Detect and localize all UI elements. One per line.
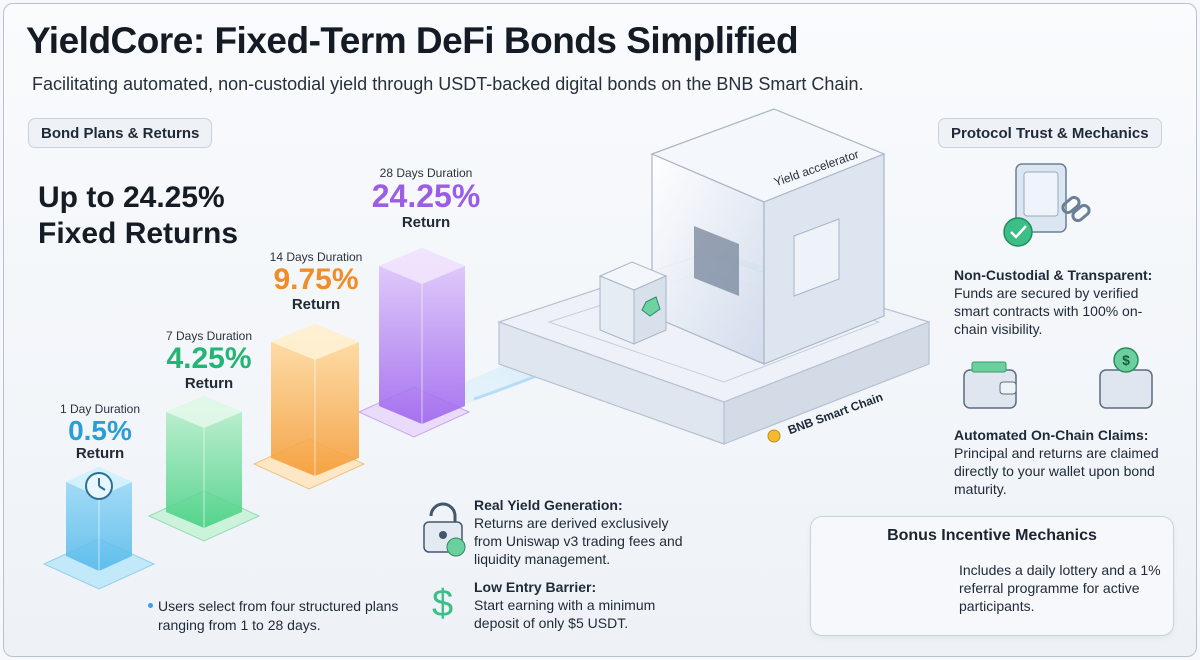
bonus-panel: Bonus Incentive Mechanics Includes a dai… (810, 516, 1174, 636)
feature-non-custodial: Non-Custodial & Transparent: Funds are s… (954, 266, 1164, 338)
page-title: YieldCore: Fixed-Term DeFi Bonds Simplif… (26, 20, 799, 61)
chain-link-icon (1061, 195, 1091, 223)
svg-text:$: $ (1122, 352, 1130, 368)
inlet-cube (598, 261, 668, 345)
plan-return-value: 4.25% (166, 342, 252, 375)
plan-return-label: Return (291, 295, 341, 313)
feature-heading: Low Entry Barrier: (474, 579, 597, 595)
plan-return-label: Return (184, 374, 234, 392)
plan-return-value: 9.75% (273, 263, 359, 296)
section-plans-label: Bond Plans & Returns (28, 118, 213, 148)
yield-accelerator-machine (650, 108, 886, 365)
bnb-coin-icon (767, 429, 781, 443)
feature-heading: Non-Custodial & Transparent: (954, 267, 1153, 283)
wallet-icon-1 (963, 361, 1017, 409)
lock-icon (423, 502, 466, 557)
prism-28-days (379, 248, 465, 424)
prism-14-days (271, 324, 359, 476)
page-subtitle: Facilitating automated, non-custodial yi… (32, 74, 864, 94)
infographic-frame: $ $ YieldCor (3, 3, 1197, 657)
section-trust-label: Protocol Trust & Mechanics (938, 118, 1162, 148)
plans-note-text: Users select from four structured plans … (158, 598, 399, 633)
wallet-coin-icon: $ (1099, 347, 1153, 409)
illustration: $ $ (42, 108, 1153, 625)
feature-text: Funds are secured by verified smart cont… (954, 285, 1143, 337)
plan-7-days: 7 Days Duration 4.25% Return (154, 329, 264, 392)
hero-line-1: Up to 24.25% (38, 181, 225, 214)
plan-return-label: Return (401, 213, 451, 231)
bonus-text: Includes a daily lottery and a 1% referr… (959, 562, 1161, 614)
plan-1-day: 1 Day Duration 0.5% Return (50, 402, 150, 462)
plans-note: Users select from four structured plans … (148, 597, 408, 635)
plan-28-days: 28 Days Duration 24.25% Return (362, 166, 490, 231)
dollar-icon: $ (432, 583, 453, 625)
plan-duration: 28 Days Duration (379, 166, 473, 180)
plan-duration: 7 Days Duration (165, 329, 253, 343)
plan-14-days: 14 Days Duration 9.75% Return (256, 250, 376, 313)
feature-heading: Real Yield Generation: (474, 497, 623, 513)
plan-return-value: 24.25% (371, 178, 481, 214)
hero-headline: Up to 24.25% Fixed Returns (38, 180, 238, 252)
prism-1-day (66, 467, 132, 571)
feature-heading: Automated On-Chain Claims: (954, 427, 1149, 443)
plan-duration: 14 Days Duration (269, 250, 363, 264)
feature-text: Returns are derived exclusively from Uni… (474, 515, 683, 567)
bonus-heading: Bonus Incentive Mechanics (887, 527, 1097, 544)
feature-low-entry: Low Entry Barrier: Start earning with a … (474, 578, 684, 632)
document-icon (1015, 163, 1067, 233)
feature-text: Principal and returns are claimed direct… (954, 445, 1159, 497)
prism-7-days (166, 396, 242, 528)
plan-duration: 1 Day Duration (59, 402, 141, 416)
feature-claims: Automated On-Chain Claims: Principal and… (954, 426, 1159, 498)
hero-line-2: Fixed Returns (38, 217, 239, 250)
plan-return-label: Return (75, 445, 125, 463)
bullet-dot (148, 603, 153, 608)
feature-real-yield: Real Yield Generation: Returns are deriv… (474, 496, 694, 568)
check-badge-icon (1003, 217, 1033, 247)
feature-text: Start earning with a minimum deposit of … (474, 597, 656, 631)
plan-return-value: 0.5% (68, 415, 132, 446)
